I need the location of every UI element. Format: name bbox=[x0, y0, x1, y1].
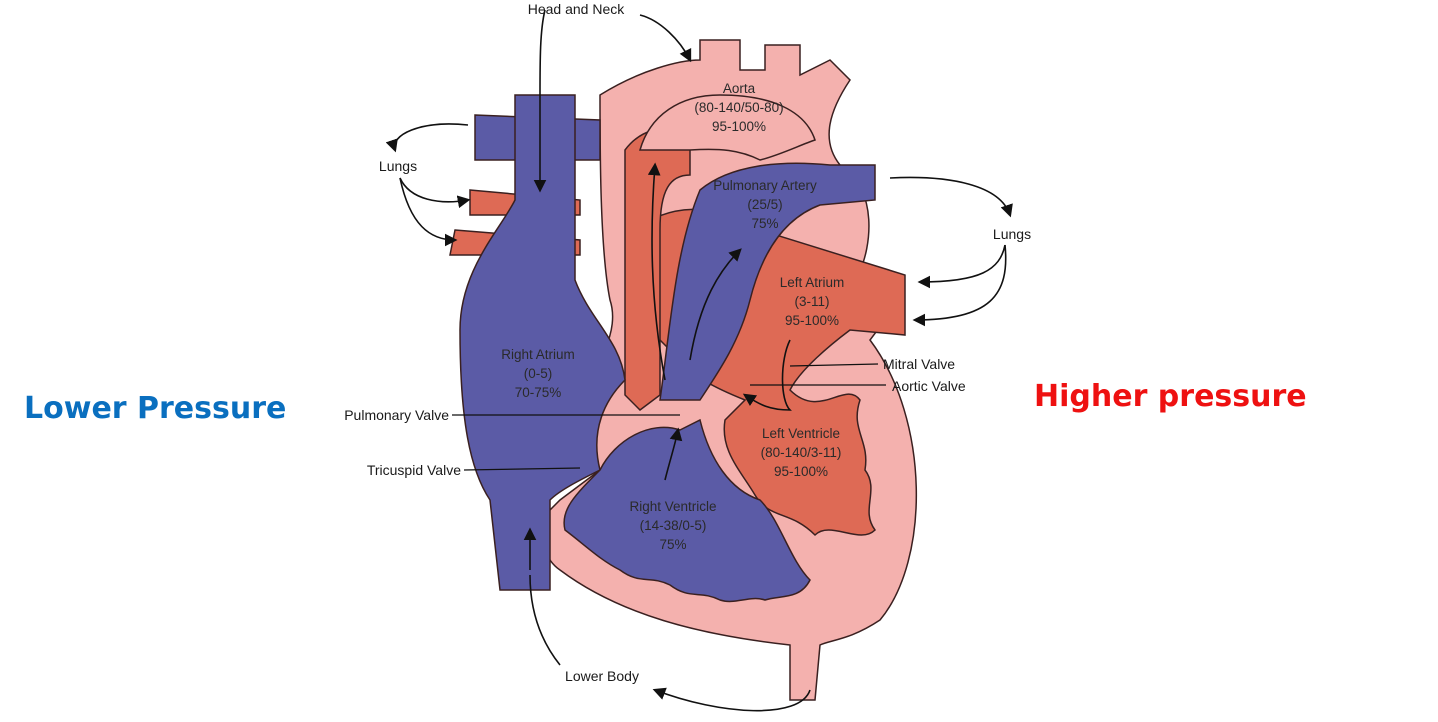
tricuspid-valve-label: Tricuspid Valve bbox=[367, 462, 461, 478]
svg-text:95-100%: 95-100% bbox=[785, 313, 839, 328]
left-atrium-label: Left Atrium (3-11) 95-100% bbox=[780, 275, 845, 328]
lower-body-label: Lower Body bbox=[565, 668, 639, 684]
svg-text:Aorta: Aorta bbox=[723, 81, 756, 96]
pulmonary-valve-label: Pulmonary Valve bbox=[344, 407, 449, 423]
svg-text:Right Atrium: Right Atrium bbox=[501, 347, 575, 362]
mitral-valve-label: Mitral Valve bbox=[883, 356, 955, 372]
right-atrium-vena-cava bbox=[459, 94, 626, 591]
svg-text:Pulmonary Artery: Pulmonary Artery bbox=[713, 178, 817, 193]
aorta-arch bbox=[639, 94, 816, 161]
svg-text:(80-140/3-11): (80-140/3-11) bbox=[761, 445, 842, 460]
right-atrium-label: Right Atrium (0-5) 70-75% bbox=[501, 347, 575, 400]
svg-text:95-100%: 95-100% bbox=[712, 119, 766, 134]
svg-text:(80-140/50-80): (80-140/50-80) bbox=[694, 100, 783, 115]
pulmonary-artery-label: Pulmonary Artery (25/5) 75% bbox=[713, 178, 817, 231]
svg-text:(0-5): (0-5) bbox=[524, 366, 553, 381]
svg-text:(14-38/0-5): (14-38/0-5) bbox=[640, 518, 707, 533]
head-and-neck-label: Head and Neck bbox=[528, 1, 626, 17]
aorta-lumen bbox=[624, 127, 691, 411]
lower-pressure-label: Lower Pressure bbox=[24, 391, 286, 426]
aorta-label: Aorta (80-140/50-80) 95-100% bbox=[694, 81, 783, 134]
svg-text:Right Ventricle: Right Ventricle bbox=[629, 499, 716, 514]
lungs-left-label: Lungs bbox=[379, 158, 417, 174]
svg-text:Left Atrium: Left Atrium bbox=[780, 275, 845, 290]
right-ventricle-label: Right Ventricle (14-38/0-5) 75% bbox=[629, 499, 716, 552]
svg-text:(25/5): (25/5) bbox=[747, 197, 782, 212]
svg-text:75%: 75% bbox=[751, 216, 778, 231]
svg-text:75%: 75% bbox=[659, 537, 686, 552]
pulmonary-artery-lumen bbox=[659, 162, 876, 401]
higher-pressure-label: Higher pressure bbox=[1034, 379, 1307, 414]
right-ventricle-lumen bbox=[563, 418, 811, 603]
aortic-valve-label: Aortic Valve bbox=[892, 378, 966, 394]
svg-text:70-75%: 70-75% bbox=[515, 385, 562, 400]
svg-text:(3-11): (3-11) bbox=[794, 294, 829, 309]
svg-text:Left Ventricle: Left Ventricle bbox=[762, 426, 840, 441]
lungs-right-label: Lungs bbox=[993, 226, 1031, 242]
svg-text:95-100%: 95-100% bbox=[774, 464, 828, 479]
left-ventricle-label: Left Ventricle (80-140/3-11) 95-100% bbox=[761, 426, 842, 479]
